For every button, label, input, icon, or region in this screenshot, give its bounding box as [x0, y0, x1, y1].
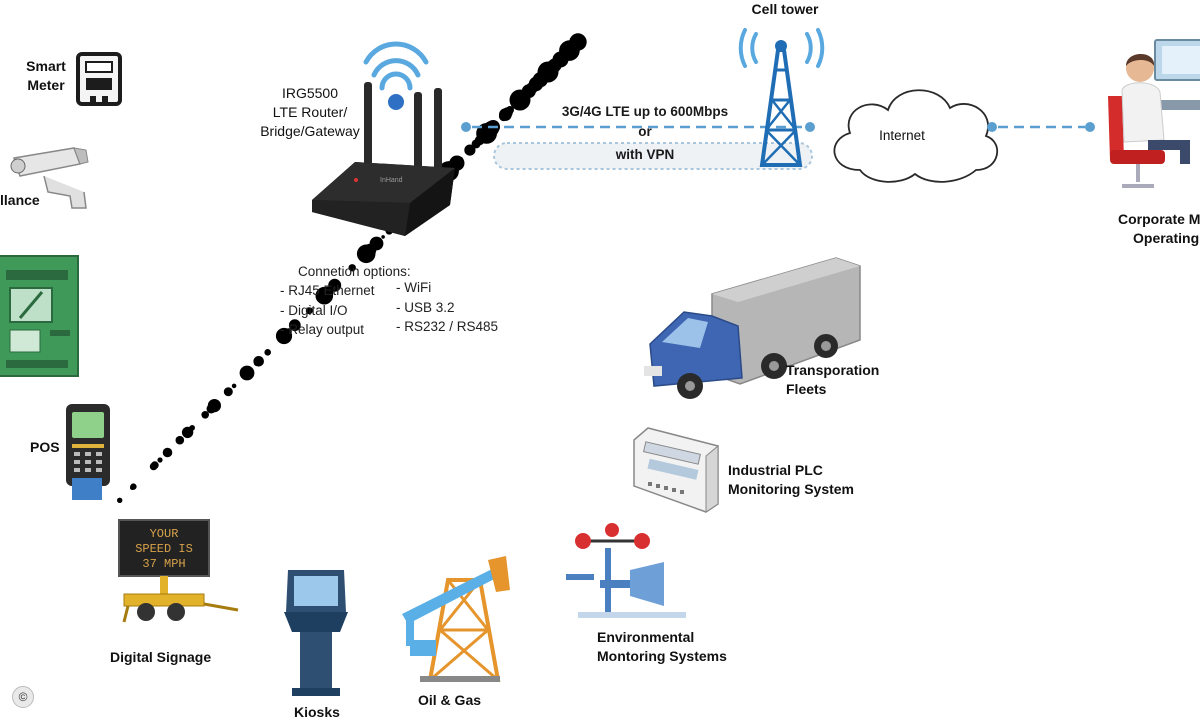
- cell-tower-icon: [738, 28, 825, 167]
- atm-icon: [0, 255, 79, 377]
- arc-dot: [521, 84, 536, 99]
- copyright-badge: ©: [12, 686, 34, 708]
- signage-screen-line1: YOUR: [150, 527, 179, 541]
- environmental-label: Environmental Montoring Systems: [597, 628, 727, 666]
- smart-meter-label-2: Meter: [27, 77, 65, 93]
- arc-dot: [288, 319, 301, 332]
- arc-dot: [264, 349, 272, 356]
- corporate-label-line1: Corporate M: [1118, 211, 1200, 227]
- connection-options-right: - WiFi - USB 3.2 - RS232 / RS485: [396, 278, 498, 337]
- option-digital-io: - Digital I/O: [280, 302, 348, 318]
- router-label: IRG5500 LTE Router/ Bridge/Gateway: [245, 84, 375, 141]
- arc-dot: [514, 97, 523, 106]
- pos-terminal-icon: [66, 404, 110, 500]
- arc-dot: [499, 108, 512, 121]
- arc-dot: [201, 411, 209, 419]
- router-brand-text: InHand: [380, 177, 403, 184]
- plc-label-2: Monitoring System: [728, 481, 855, 497]
- corporate-label-line2: Operating: [1133, 230, 1200, 246]
- arc-dot: [381, 235, 385, 239]
- arc-dot: [175, 435, 185, 445]
- option-serial: - RS232 / RS485: [396, 319, 499, 334]
- anemometer-icon: [566, 523, 686, 618]
- smart-meter-label-1: Smart: [26, 58, 66, 74]
- router-type-line-2: Bridge/Gateway: [260, 123, 360, 139]
- connection-options-title: Connetion options:: [298, 264, 411, 279]
- arc-dot: [157, 457, 163, 463]
- option-wifi: - WiFi: [396, 280, 432, 295]
- digital-signage-icon: YOUR SPEED IS 37 MPH: [118, 519, 239, 623]
- surveillance-label: llance: [0, 192, 40, 208]
- arc-dot: [305, 307, 313, 315]
- truck-icon: [644, 257, 861, 399]
- cell-tower-label: Cell tower: [751, 1, 819, 17]
- smart-meter-icon: [76, 52, 122, 106]
- kiosk-icon: [284, 570, 348, 696]
- arc-dot: [253, 356, 264, 367]
- oil-gas-pump-icon: [402, 556, 510, 682]
- connection-options-left: - RJ45 Ethernet - Digital I/O - Relay ou…: [280, 281, 375, 340]
- industrial-plc-icon: [633, 427, 719, 513]
- internet-link-line: [987, 122, 1095, 132]
- pos-label: POS: [30, 439, 60, 455]
- arc-dot: [162, 447, 173, 458]
- transport-label-2: Fleets: [786, 381, 827, 397]
- arc-dot: [549, 61, 558, 71]
- arc-dot: [130, 485, 135, 491]
- arc-dot: [189, 425, 195, 431]
- router-wifi-icon: [363, 41, 429, 110]
- environmental-label-1: Environmental: [597, 629, 695, 645]
- arc-dot: [464, 144, 476, 156]
- router-type-line: LTE Router/: [272, 104, 348, 120]
- corporate-operator-icon: [1108, 39, 1200, 188]
- surveillance-camera-icon: [10, 147, 89, 209]
- arc-dot: [206, 404, 216, 414]
- arc-dot: [225, 388, 232, 395]
- arc-dot: [321, 286, 334, 299]
- arc-dot: [149, 462, 158, 471]
- arc-dot: [348, 264, 356, 272]
- plc-label-1: Industrial PLC: [728, 462, 823, 478]
- link-or-label: or: [638, 124, 652, 139]
- arc-dot: [475, 136, 484, 145]
- industrial-plc-label: Industrial PLC Monitoring System: [728, 461, 854, 499]
- digital-signage-label: Digital Signage: [110, 649, 212, 665]
- link-speed-label: 3G/4G LTE up to 600Mbps: [561, 104, 729, 119]
- signage-screen-line3: 37 MPH: [142, 557, 185, 571]
- link-vpn-label: with VPN: [615, 147, 675, 162]
- internet-label: Internet: [879, 128, 925, 143]
- arc-dot: [280, 328, 292, 340]
- kiosks-label: Kiosks: [294, 704, 340, 720]
- environmental-label-2: Montoring Systems: [597, 648, 727, 664]
- router-name: IRG5500: [281, 85, 339, 101]
- connection-dot-arc: [117, 33, 587, 503]
- arc-dot: [231, 383, 237, 389]
- signage-screen-line2: SPEED IS: [135, 542, 193, 556]
- lte-link-line: [461, 122, 815, 170]
- transport-label: Transporation Fleets: [786, 361, 879, 399]
- arc-dot: [363, 243, 377, 257]
- option-relay: - Relay output: [280, 322, 365, 337]
- arc-dot: [117, 497, 123, 503]
- router-icon: InHand: [312, 82, 455, 236]
- option-usb: - USB 3.2: [396, 299, 455, 315]
- internet-cloud-icon: [833, 89, 999, 183]
- transport-label-1: Transporation: [786, 362, 880, 378]
- oil-gas-label: Oil & Gas: [418, 692, 482, 708]
- arc-dot: [241, 367, 253, 379]
- smart-meter-label: Smart Meter: [18, 57, 74, 95]
- option-rj45: - RJ45 Ethernet: [280, 283, 375, 298]
